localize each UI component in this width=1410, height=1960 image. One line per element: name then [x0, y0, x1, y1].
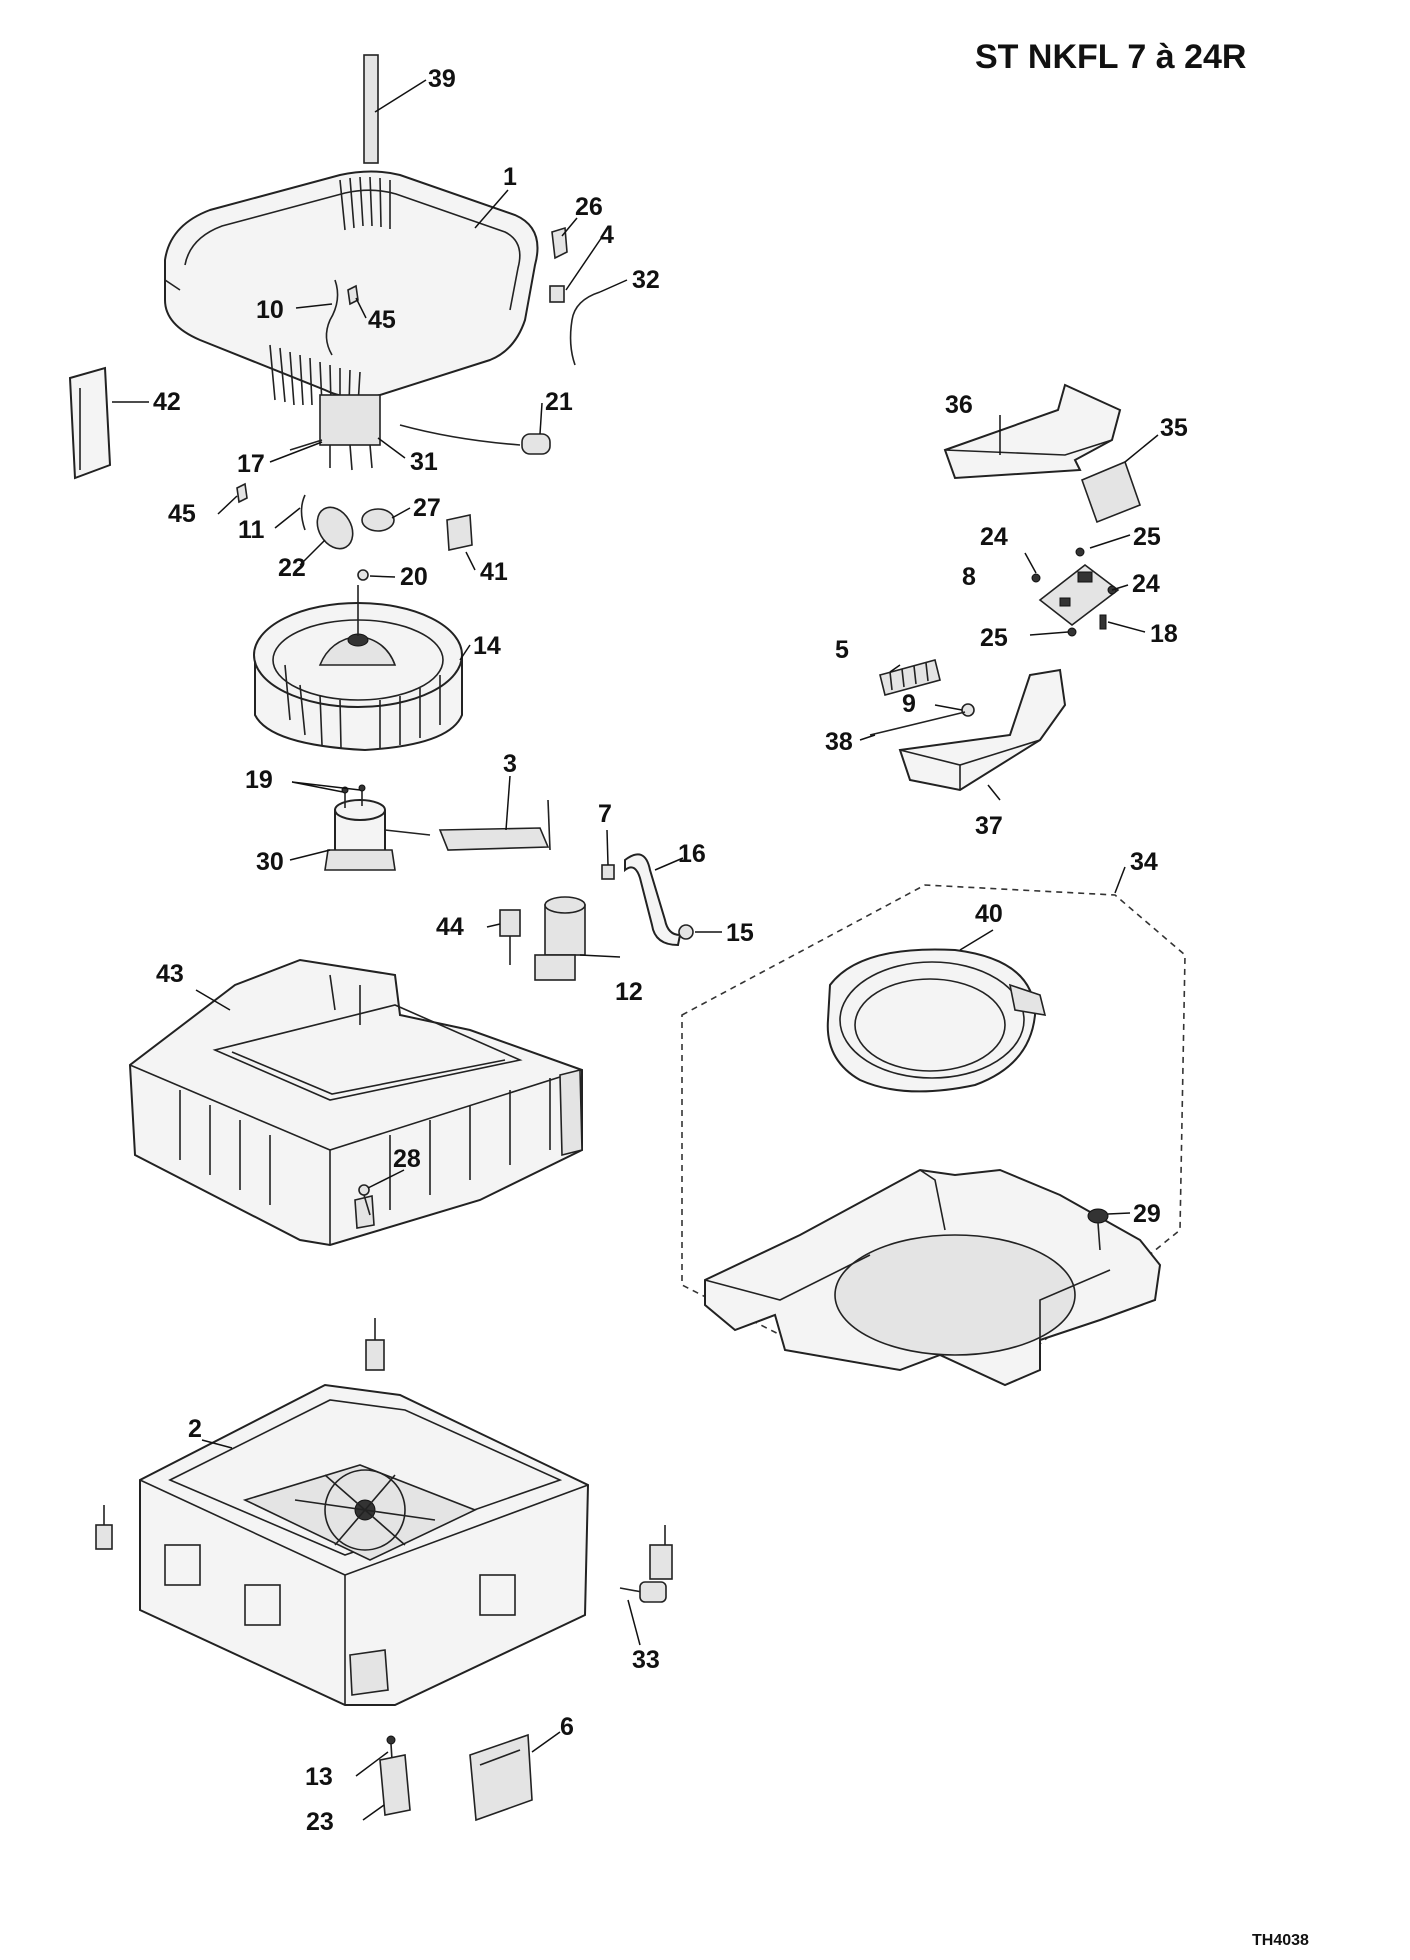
part-6-cover [469, 1733, 533, 1822]
callout-28: 28 [393, 1145, 421, 1173]
callout-18: 18 [1150, 620, 1178, 648]
callout-33: 33 [632, 1646, 660, 1674]
callout-29: 29 [1133, 1200, 1161, 1228]
callout-22: 22 [278, 554, 306, 582]
part-2-casing [139, 1383, 590, 1706]
callout-36: 36 [945, 391, 973, 419]
callout-26: 26 [575, 193, 603, 221]
part-40-ring [826, 948, 1047, 1093]
part-27-cap [361, 508, 395, 532]
callout-39: 39 [428, 65, 456, 93]
part-10-wire [325, 279, 339, 356]
callout-19: 19 [245, 766, 273, 794]
part-45a-clip [347, 284, 359, 306]
part-23-bracket [379, 1754, 411, 1816]
callout-34: 34 [1130, 848, 1158, 876]
callout-24-lower: 24 [1132, 570, 1160, 598]
callout-6: 6 [560, 1713, 574, 1741]
callout-41: 41 [480, 558, 508, 586]
part-33-fitting [619, 1581, 667, 1603]
callout-labels: 39 1 26 4 32 10 45 42 21 17 31 45 11 27 … [153, 65, 1188, 1836]
callout-38: 38 [825, 728, 853, 756]
part-38-wire [869, 711, 966, 736]
part-17-31-valve-block [289, 394, 381, 471]
leader-lines [112, 79, 1159, 1821]
part-9-connector [961, 703, 975, 717]
side-bracket-right [649, 1525, 673, 1580]
part-15-clamp [678, 924, 694, 940]
callout-2: 2 [188, 1415, 202, 1443]
part-22-cylinder [316, 506, 354, 550]
callout-45-upper: 45 [368, 306, 396, 334]
callout-11: 11 [238, 516, 265, 544]
part-30-motor [324, 799, 431, 871]
callout-13: 13 [305, 1763, 333, 1791]
callout-44: 44 [436, 913, 464, 941]
callout-10: 10 [256, 296, 284, 324]
part-45b-clip [236, 482, 248, 504]
part-7-fitting [601, 864, 615, 880]
callout-21: 21 [545, 388, 573, 416]
callout-31: 31 [410, 448, 438, 476]
callout-24-upper: 24 [980, 523, 1008, 551]
callout-42: 42 [153, 388, 181, 416]
part-4-sensor [549, 285, 565, 303]
part-12-drain-pump [534, 896, 586, 981]
callout-43: 43 [156, 960, 184, 988]
hanger-bracket [365, 1318, 385, 1371]
callout-8: 8 [962, 563, 976, 591]
part-20-nut [357, 569, 369, 581]
part-21-connector [399, 424, 551, 455]
callout-25-upper: 25 [1133, 523, 1161, 551]
part-18-spacer [1099, 614, 1107, 630]
callout-35: 35 [1160, 414, 1188, 442]
diagram-title: ST NKFL 7 à 24R [975, 38, 1246, 76]
part-32-wire [569, 291, 601, 366]
callout-1: 1 [503, 163, 517, 191]
part-24-25-screws [1031, 547, 1117, 637]
callout-3: 3 [503, 750, 517, 778]
part-41-box [446, 514, 473, 551]
part-14-fan-wheel [253, 585, 463, 752]
callout-4: 4 [600, 221, 614, 249]
callout-37: 37 [975, 812, 1003, 840]
part-8-pcb [1038, 563, 1120, 627]
part-37-control-box [898, 668, 1067, 792]
callout-14: 14 [473, 632, 501, 660]
part-16-hose [624, 853, 682, 947]
part-5-terminal-block [879, 659, 941, 696]
part-1-drain-pan [164, 170, 539, 406]
drawing-code: TH4038 [1252, 1932, 1309, 1949]
callout-25-lower: 25 [980, 624, 1008, 652]
callout-23: 23 [306, 1808, 334, 1836]
side-bracket-left [95, 1505, 113, 1550]
part-3-strip [438, 799, 551, 851]
frame-assembly [704, 1168, 1162, 1387]
callout-9: 9 [902, 690, 916, 718]
callout-27: 27 [413, 494, 441, 522]
part-29-bushing [1087, 1208, 1109, 1251]
callout-32: 32 [632, 266, 660, 294]
part-43-insulation-box [128, 958, 583, 1247]
part-28-clip [358, 1184, 371, 1216]
callout-5: 5 [835, 636, 849, 664]
callout-12: 12 [615, 978, 643, 1006]
callout-20: 20 [400, 563, 428, 591]
part-35-plate [1080, 460, 1142, 524]
part-36-duct [943, 383, 1122, 480]
part-42-panel [68, 366, 112, 480]
callout-17: 17 [237, 450, 265, 478]
callout-7: 7 [598, 800, 612, 828]
part-11-wire [300, 494, 306, 531]
part-13-screw [386, 1735, 396, 1761]
part-39-rod [363, 54, 379, 164]
callout-30: 30 [256, 848, 284, 876]
callout-16: 16 [678, 840, 706, 868]
callout-15: 15 [726, 919, 754, 947]
part-44-float-switch [499, 909, 521, 965]
callout-40: 40 [975, 900, 1003, 928]
callout-45-lower: 45 [168, 500, 196, 528]
